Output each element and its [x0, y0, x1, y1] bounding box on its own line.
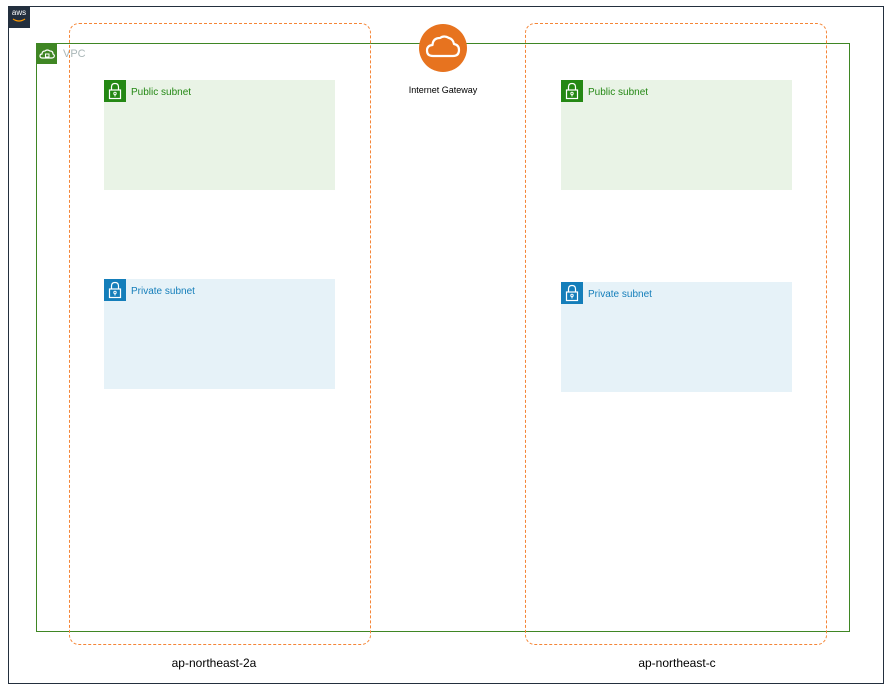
subnet-label: Private subnet [588, 289, 652, 300]
padlock-icon [561, 282, 583, 304]
aws-smile-icon [12, 18, 26, 22]
public-subnet-a: Public subnet [104, 80, 335, 190]
subnet-label: Public subnet [131, 87, 192, 98]
private-subnet-a: Private subnet [104, 279, 335, 389]
aws-logo-text: aws [11, 8, 27, 17]
az-label-c: ap-northeast-c [638, 656, 716, 670]
vpc-label: VPC [63, 48, 86, 60]
availability-zone-a [69, 23, 371, 645]
public-subnet-c: Public subnet [561, 80, 792, 190]
vpc-cloud-icon [37, 44, 57, 64]
internet-gateway-icon [419, 24, 467, 72]
az-label-a: ap-northeast-2a [171, 656, 257, 670]
aws-cloud-frame [8, 6, 884, 684]
availability-zone-c [525, 23, 827, 645]
private-subnet-c: Private subnet [561, 282, 792, 392]
internet-gateway-label: Internet Gateway [408, 85, 478, 95]
aws-logo: aws [8, 6, 30, 28]
subnet-label: Private subnet [131, 286, 195, 297]
subnet-label: Public subnet [588, 87, 649, 98]
padlock-icon [104, 279, 126, 301]
padlock-icon [561, 80, 583, 102]
padlock-icon [104, 80, 126, 102]
